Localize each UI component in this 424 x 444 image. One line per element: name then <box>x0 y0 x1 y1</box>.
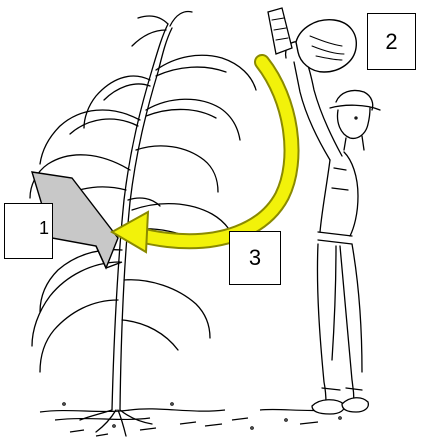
label-1-text: 1 <box>39 218 49 239</box>
farmer-figure <box>268 8 380 414</box>
label-3-text: 3 <box>249 245 261 271</box>
label-box-1: 1 <box>4 203 53 259</box>
label-box-3: 3 <box>229 231 281 285</box>
label-box-2: 2 <box>367 13 416 70</box>
ground <box>40 403 341 436</box>
label-2-text: 2 <box>385 29 397 55</box>
transfer-arrow <box>112 62 292 252</box>
